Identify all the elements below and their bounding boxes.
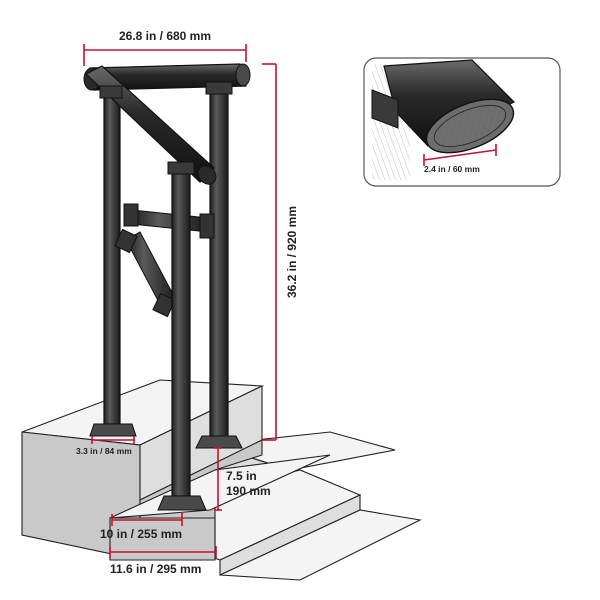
- label-step-height-1: 7.5 in: [226, 469, 257, 483]
- front-post-bracket: [167, 161, 195, 175]
- cross-bar-bracket-left: [123, 203, 139, 227]
- inset-rail-end-inner: [433, 105, 507, 147]
- label-step-height-2: 190 mm: [226, 484, 271, 498]
- sloped-handrail-end: [197, 165, 217, 185]
- rear-left-post: [103, 91, 121, 425]
- cross-bar: [131, 209, 209, 233]
- base-plate-rear-left: [89, 423, 137, 437]
- diagonal-bracket-bottom: [152, 292, 176, 318]
- dimension-post-spacing: 10 in / 255 mm: [100, 512, 183, 541]
- inset-bracket: [371, 89, 399, 129]
- cross-bar-bracket-right: [199, 213, 215, 239]
- dimension-height: 36.2 in / 920 mm: [262, 63, 299, 441]
- label-diameter: 2.4 in / 60 mm: [424, 164, 480, 174]
- label-height: 36.2 in / 920 mm: [285, 206, 299, 298]
- dimension-base-plate: 3.3 in / 84 mm: [76, 436, 135, 456]
- label-post-spacing: 10 in / 255 mm: [100, 527, 182, 541]
- top-bracket-right: [205, 81, 233, 95]
- label-base-plate: 3.3 in / 84 mm: [76, 446, 132, 456]
- label-overall-depth: 11.6 in / 295 mm: [110, 562, 201, 576]
- top-rail-end-right: [235, 63, 251, 87]
- detail-inset: 2.4 in / 60 mm: [363, 57, 561, 187]
- front-post: [171, 169, 191, 497]
- diagonal-bracket-top: [114, 228, 138, 254]
- dimension-step-height: 7.5 in 190 mm: [214, 447, 271, 511]
- label-top-width: 26.8 in / 680 mm: [119, 29, 211, 43]
- base-plate-front: [157, 495, 207, 511]
- railing: [83, 63, 251, 511]
- base-plate-rear-right: [195, 435, 243, 449]
- dimension-top-width: 26.8 in / 680 mm: [83, 29, 247, 66]
- step-3-top: [219, 509, 422, 581]
- dimension-overall-depth: 11.6 in / 295 mm: [109, 546, 217, 576]
- rear-right-post: [209, 87, 229, 441]
- top-bracket-left: [99, 85, 123, 99]
